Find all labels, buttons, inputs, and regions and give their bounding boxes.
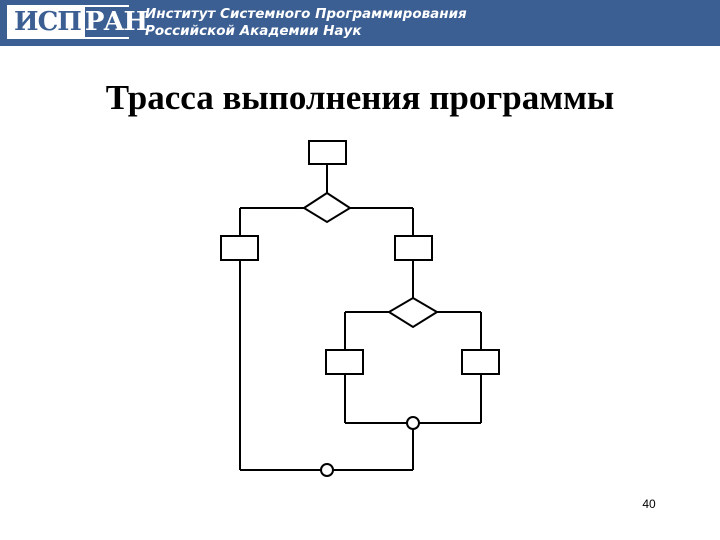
process-right-box bbox=[394, 235, 433, 261]
organization-name: Институт Системного Программирования Рос… bbox=[145, 6, 467, 40]
process-inner-right-box bbox=[461, 349, 500, 375]
flow-edges bbox=[239, 164, 482, 471]
ispran-logo: ИСП РАН bbox=[7, 5, 150, 39]
decision-2-diamond bbox=[387, 296, 439, 329]
page-number: 40 bbox=[642, 497, 656, 511]
org-line-2: Российской Академии Наук bbox=[145, 23, 362, 39]
process-top-box bbox=[308, 140, 347, 165]
header-band: ИСП РАН Институт Системного Программиров… bbox=[0, 0, 720, 46]
decision-1-diamond bbox=[302, 191, 352, 224]
slide-title: Трасса выполнения программы bbox=[105, 78, 615, 117]
process-inner-left-box bbox=[325, 349, 364, 375]
process-left-box bbox=[220, 235, 259, 261]
merge-inner-node bbox=[406, 416, 420, 430]
logo-ran-text: РАН bbox=[84, 7, 150, 37]
merge-outer-node bbox=[320, 463, 334, 477]
logo-isp-text: ИСП bbox=[14, 7, 82, 37]
org-line-1: Институт Системного Программирования bbox=[145, 6, 467, 22]
